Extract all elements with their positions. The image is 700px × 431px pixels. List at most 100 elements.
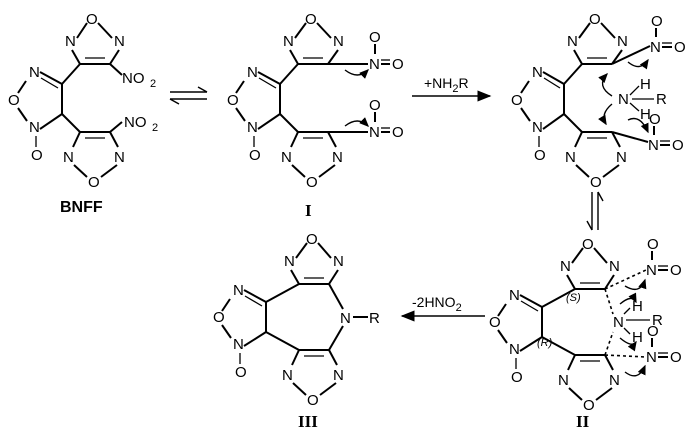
vertical-equilibrium bbox=[586, 191, 604, 231]
atom-n: N bbox=[284, 253, 295, 270]
atom-o: O bbox=[672, 137, 684, 154]
subscript: 2 bbox=[456, 302, 462, 314]
atom-h: H bbox=[632, 298, 643, 315]
atom-o: O bbox=[8, 92, 20, 109]
atom-n: N bbox=[281, 149, 292, 166]
atom-o: O bbox=[88, 174, 100, 191]
subscript: 2 bbox=[452, 83, 458, 95]
atom-o: O bbox=[305, 11, 317, 28]
reaction-arrow-elimination: -2HNO2 bbox=[400, 294, 485, 322]
atom-o: O bbox=[649, 111, 661, 128]
atom-o: O bbox=[392, 124, 404, 141]
atom-n: N bbox=[283, 33, 294, 50]
atom-o: O bbox=[582, 236, 594, 253]
atom-n: N bbox=[616, 149, 627, 166]
atom-o: O bbox=[306, 231, 318, 248]
atom-o: O bbox=[306, 174, 318, 191]
atom-r: R bbox=[652, 312, 663, 329]
atom-n: N bbox=[333, 367, 344, 384]
atom-o: O bbox=[392, 56, 404, 73]
atom-n: N bbox=[247, 119, 258, 136]
atom-n: N bbox=[558, 372, 569, 389]
atom-n: N bbox=[613, 314, 624, 331]
atom-o-minus: O bbox=[31, 147, 43, 164]
atom-o: O bbox=[589, 11, 601, 28]
nitro-group: NO bbox=[122, 70, 145, 87]
atom-o-minus: O bbox=[511, 369, 523, 386]
atom-n: N bbox=[646, 349, 657, 366]
condition-amine: +NH bbox=[424, 75, 452, 91]
atom-h: H bbox=[632, 329, 643, 346]
atom-n: N bbox=[29, 119, 40, 136]
label-intermediate-i: I bbox=[305, 201, 312, 220]
subscript: 2 bbox=[150, 78, 156, 90]
atom-n: N bbox=[567, 33, 578, 50]
atom-o-minus: O bbox=[249, 147, 261, 164]
atom-n: N bbox=[333, 33, 344, 50]
svg-text:+NH2R: +NH2R bbox=[424, 75, 469, 95]
atom-n: N bbox=[332, 149, 343, 166]
svg-text:-2HNO2: -2HNO2 bbox=[412, 294, 462, 314]
atom-o: O bbox=[489, 314, 501, 331]
atom-o: O bbox=[213, 309, 225, 326]
atom-n: N bbox=[648, 137, 659, 154]
condition-elimination: -2HNO bbox=[412, 294, 456, 310]
atom-n: N bbox=[532, 119, 543, 136]
atom-r: R bbox=[656, 91, 667, 108]
condition-amine-r: R bbox=[459, 75, 469, 91]
atom-o-minus: O bbox=[235, 364, 247, 381]
atom-n: N bbox=[233, 336, 244, 353]
equilibrium-arrows bbox=[169, 86, 208, 105]
atom-n: N bbox=[369, 124, 380, 141]
atom-n: N bbox=[340, 310, 351, 327]
atom-n: N bbox=[65, 33, 76, 50]
atom-n: N bbox=[650, 39, 661, 56]
atom-n: N bbox=[233, 282, 244, 299]
atom-r: R bbox=[369, 310, 380, 327]
atom-h: H bbox=[640, 106, 651, 123]
atom-o: O bbox=[86, 11, 98, 28]
atom-n: N bbox=[282, 367, 293, 384]
atom-n: N bbox=[532, 64, 543, 81]
reaction-arrow-amine: +NH2R bbox=[412, 75, 492, 102]
atom-o: O bbox=[511, 92, 523, 109]
product-iii-structure: O N N N R N O N O N N O bbox=[213, 231, 380, 409]
atom-o: O bbox=[227, 92, 239, 109]
label-bnff: BNFF bbox=[60, 199, 103, 216]
atom-n: N bbox=[618, 91, 629, 108]
atom-h: H bbox=[640, 76, 651, 93]
atom-o-minus: O bbox=[534, 147, 546, 164]
intermediate-ii-structure: O N N N O O (S) N O N O N H H R bbox=[489, 236, 682, 414]
stereo-label-s: (S) bbox=[566, 292, 581, 304]
label-product-iii: III bbox=[298, 412, 318, 431]
atom-n: N bbox=[114, 149, 125, 166]
atom-o: O bbox=[369, 97, 381, 114]
subscript: 2 bbox=[152, 122, 158, 134]
intermediate-i-structure: O N N N O O N O N O N N O bbox=[227, 11, 404, 191]
atom-n: N bbox=[333, 253, 344, 270]
atom-n: N bbox=[509, 341, 520, 358]
atom-o: O bbox=[647, 236, 659, 253]
amine-addition-structure: O N N N O O N O N O N H H R bbox=[511, 11, 686, 191]
atom-n: N bbox=[114, 33, 125, 50]
atom-n: N bbox=[617, 33, 628, 50]
atom-o: O bbox=[670, 262, 682, 279]
atom-n: N bbox=[63, 149, 74, 166]
nitro-group: NO bbox=[124, 114, 147, 131]
atom-n: N bbox=[369, 56, 380, 73]
atom-n: N bbox=[646, 262, 657, 279]
atom-o: O bbox=[651, 13, 663, 30]
atom-n: N bbox=[609, 372, 620, 389]
atom-o: O bbox=[647, 323, 659, 340]
stereo-label-r: (R) bbox=[537, 337, 553, 349]
atom-n: N bbox=[509, 287, 520, 304]
atom-o: O bbox=[307, 392, 319, 409]
atom-n: N bbox=[609, 258, 620, 275]
atom-o: O bbox=[674, 39, 686, 56]
atom-n: N bbox=[247, 64, 258, 81]
atom-n: N bbox=[565, 149, 576, 166]
atom-n: N bbox=[29, 64, 40, 81]
atom-o: O bbox=[670, 349, 682, 366]
atom-o: O bbox=[369, 29, 381, 46]
